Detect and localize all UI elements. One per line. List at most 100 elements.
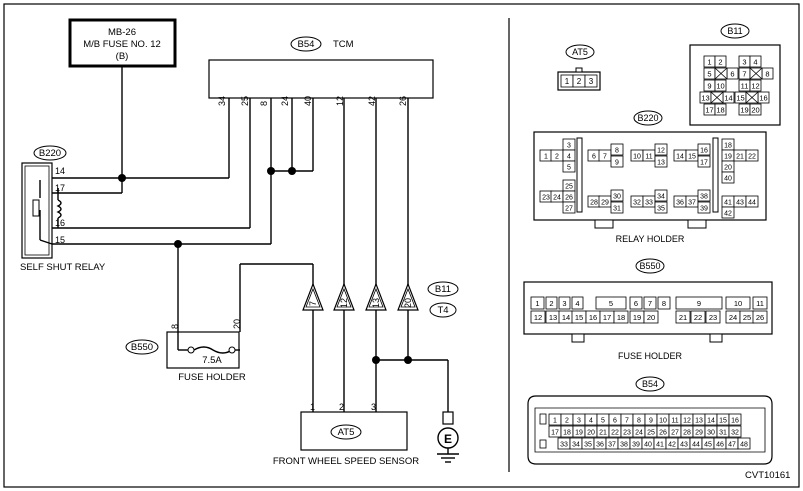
b550-pin: 15 <box>575 313 583 322</box>
b550-label: FUSE HOLDER <box>618 351 683 361</box>
b220-tab <box>687 219 707 229</box>
b11-pin: 17 <box>705 106 713 115</box>
b54-pin: 36 <box>596 442 604 449</box>
b220-pin: 35 <box>657 206 665 213</box>
b11-pin: 16 <box>759 94 767 103</box>
sensor-pin: 1 <box>310 402 315 412</box>
at5-pin: 3 <box>589 77 594 86</box>
b54-pin: 26 <box>659 430 667 437</box>
at5-latch <box>575 67 583 73</box>
b220-pin: 12 <box>657 148 665 155</box>
b11-pin: 7 <box>308 301 318 306</box>
b550-cell <box>530 310 546 324</box>
b11-pin: 18 <box>716 106 724 115</box>
b550-pin: 10 <box>734 299 742 308</box>
b220-cell <box>745 149 759 162</box>
b220-pin: 23 <box>542 195 550 202</box>
b54-pin: 6 <box>613 418 617 425</box>
b54-pin: 10 <box>659 418 667 425</box>
tcm-pin-labels: 34 25 8 24 40 12 42 26 <box>217 96 408 106</box>
at5-cell <box>584 74 598 88</box>
b550-pin: 23 <box>709 313 717 322</box>
b550-cell <box>705 310 721 324</box>
b54-pin: 18 <box>563 430 571 437</box>
b220-pin: 5 <box>567 165 571 172</box>
b54-pin: 30 <box>707 430 715 437</box>
b11-cell <box>749 79 762 92</box>
b220-pin: 21 <box>736 154 744 161</box>
b11-cell <box>749 103 762 116</box>
b11-connector: 7 12 13 20 B11 T4 <box>302 281 459 318</box>
b220-pin: 1 <box>544 154 548 161</box>
b550-pin: 24 <box>729 313 737 322</box>
b54-pin: 24 <box>635 430 643 437</box>
b11-pin: 3 <box>742 58 746 67</box>
sensor-label: FRONT WHEEL SPEED SENSOR <box>273 456 419 467</box>
b550-pin: 20 <box>647 313 655 322</box>
b54-pin: 9 <box>649 418 653 425</box>
b54-pin: 32 <box>731 430 739 437</box>
ground-label: E <box>444 432 452 446</box>
b220-pin: 17 <box>700 160 708 167</box>
b54-pin: 1 <box>553 418 557 425</box>
b54-cell <box>737 437 751 450</box>
b11-pin: 20 <box>751 106 759 115</box>
wires-lower <box>239 98 449 412</box>
b550-pin: 22 <box>694 313 702 322</box>
b220-cell <box>562 160 576 173</box>
b220-cell <box>598 195 612 208</box>
b550-tag-oval <box>635 258 665 274</box>
b54-pin: 34 <box>572 442 580 449</box>
b550-cell <box>629 296 643 310</box>
b550-pin: 5 <box>609 299 613 308</box>
b54-pin: 14 <box>707 418 715 425</box>
b11-tag: B11 <box>435 284 451 295</box>
b11-pin: 13 <box>371 298 381 308</box>
b54-pin: 8 <box>637 418 641 425</box>
fuse-holder-label: FUSE HOLDER <box>178 372 246 383</box>
b220-pin: 29 <box>601 200 609 207</box>
b220-cell <box>642 149 656 162</box>
wires-upper <box>39 66 314 332</box>
b550-pin: 12 <box>534 313 542 322</box>
b220-cell <box>685 149 699 162</box>
b11-pin: 1 <box>707 58 711 67</box>
b220-pin: 9 <box>615 160 619 167</box>
fuse-holder-pin: 8 <box>170 324 180 329</box>
b11-pin: 2 <box>718 58 722 67</box>
b550-pin: 8 <box>662 299 666 308</box>
b54-pin: 11 <box>671 418 678 425</box>
b550-pin: 14 <box>562 313 570 322</box>
b11-x-mark <box>745 91 759 104</box>
relay-pin: 16 <box>55 218 65 228</box>
fuse-box-line1: MB-26 <box>108 27 136 38</box>
b550-cell <box>595 296 627 310</box>
relay-label: SELF SHUT RELAY <box>20 262 106 273</box>
b220-pin: 14 <box>676 154 684 161</box>
b550-pin: 9 <box>697 299 701 308</box>
b220-pin: 22 <box>748 154 756 161</box>
b54-pin: 19 <box>575 430 583 437</box>
b550-cell <box>725 296 751 310</box>
b220-pin: 31 <box>613 206 621 213</box>
b54-pin: 23 <box>623 430 631 437</box>
b220-pin: 11 <box>645 154 652 161</box>
b220-cell <box>654 189 668 202</box>
relay-pin: 14 <box>55 166 65 176</box>
relay-pin: 15 <box>55 235 65 245</box>
b550-pin: 16 <box>589 313 597 322</box>
b550-cell <box>643 310 659 324</box>
b54-cell <box>728 413 742 426</box>
b220-pin: 37 <box>688 200 696 207</box>
tcm-unit: B54 TCM <box>208 36 434 99</box>
b54-pin: 38 <box>620 442 628 449</box>
b550-cell <box>530 296 545 310</box>
b54-pin: 39 <box>632 442 640 449</box>
b220-cell <box>697 201 711 214</box>
sensor-tag: AT5 <box>338 427 355 438</box>
b54-pin: 33 <box>560 442 568 449</box>
b220-cell <box>697 155 711 168</box>
b54-pin: 42 <box>668 442 676 449</box>
fuse-rating: 7.5A <box>202 355 222 366</box>
